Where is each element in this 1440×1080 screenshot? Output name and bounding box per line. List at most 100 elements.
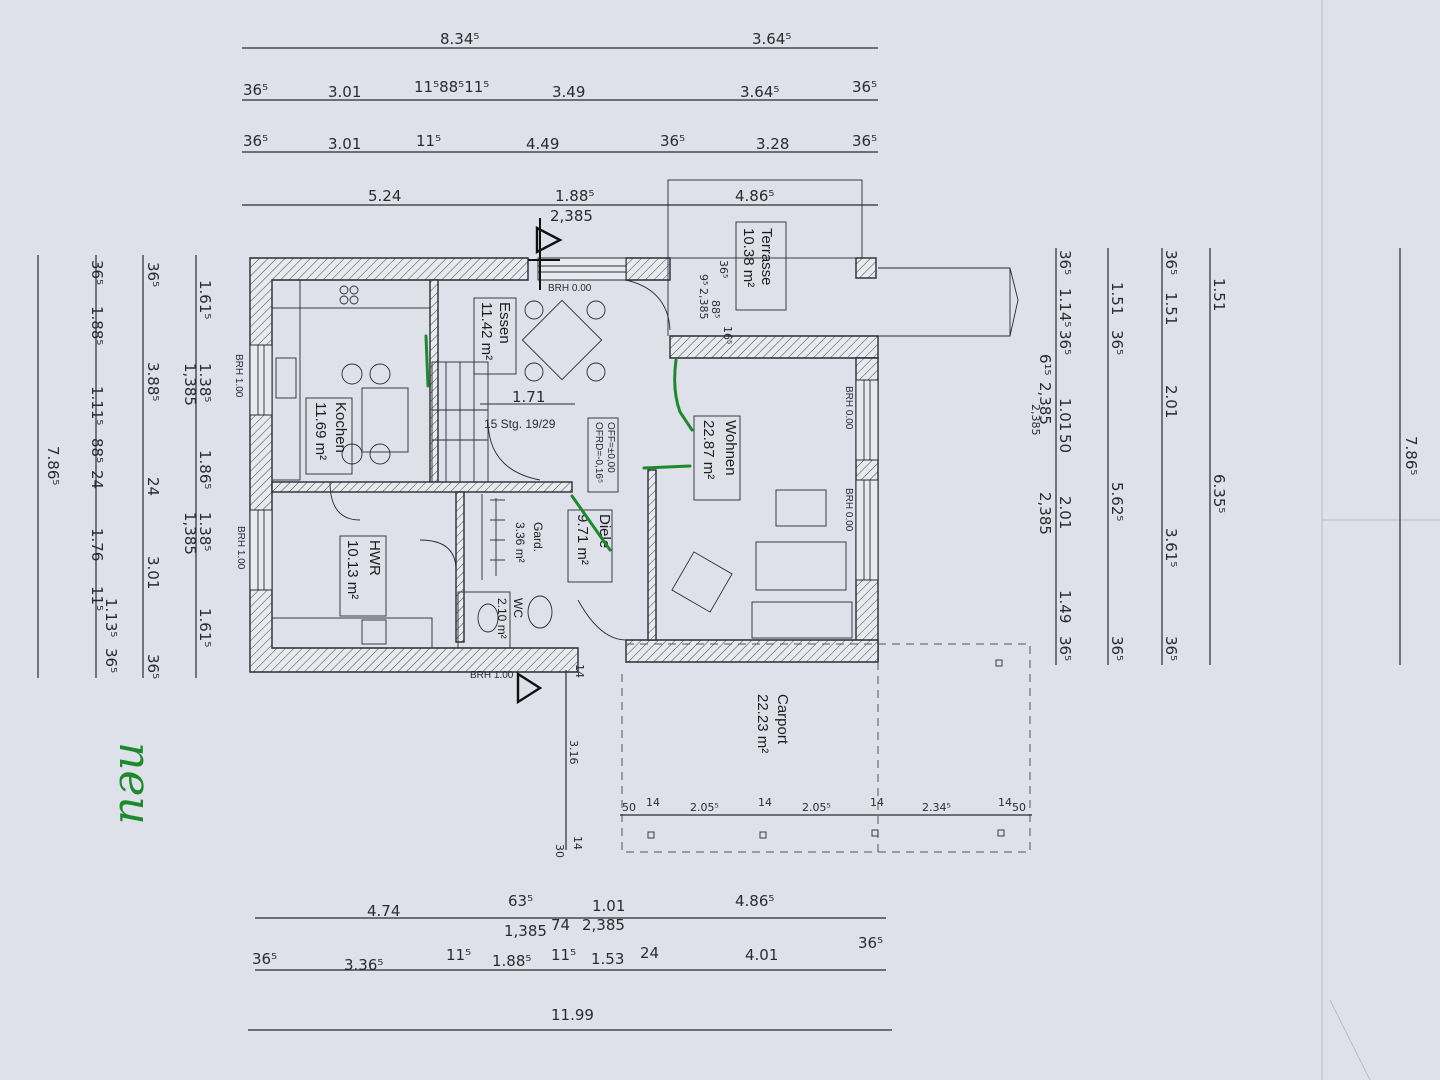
dim-top-2b: 3.01 — [328, 83, 361, 101]
room-wohnen-name: Wohnen — [722, 420, 739, 476]
terrace-dim-5: 2,385 — [697, 288, 710, 320]
terrace-dim-3: 16⁵ — [721, 326, 734, 344]
dim-right-4e: 50 — [1056, 434, 1074, 453]
level-label-2: OFRD=-0,16⁵ — [593, 422, 604, 483]
dim-right-2e: 36⁵ — [1162, 636, 1180, 661]
dim-top-2c: 11⁵88⁵11⁵ — [414, 78, 489, 96]
dim-bottom-2b: 3.36⁵ — [344, 956, 383, 974]
dim-bottom-1d: 4.86⁵ — [735, 892, 774, 910]
carport-side-2: 14 — [571, 836, 584, 850]
dim-left-4f: 1,385 — [181, 512, 199, 555]
dim-left-2d: 88⁵ — [88, 438, 106, 463]
hwr-label-box — [339, 535, 387, 617]
dim-left-outer: 7.86⁵ — [44, 446, 62, 485]
dim-bottom-1b: 63⁵ — [508, 892, 533, 910]
dim-right-4d: 1.01 — [1056, 398, 1074, 431]
dim-left-4c: 1,385 — [181, 363, 199, 406]
room-gard-name: Gard. — [531, 522, 545, 552]
carport-dim-1: 50 — [622, 801, 636, 814]
dim-bottom-2e: 11⁵ — [551, 946, 576, 964]
dim-left-3e: 36⁵ — [144, 654, 162, 679]
dim-right-4g: 1.49 — [1056, 590, 1074, 623]
dim-right-4a: 36⁵ — [1056, 250, 1074, 275]
terrasse-label-box — [735, 221, 787, 311]
dim-right-3a: 1.51 — [1108, 282, 1126, 315]
brh-label-4: BRH 0.00 — [843, 386, 854, 430]
dim-bottom-2g: 24 — [640, 944, 659, 962]
dim-right-4j: 2,385 — [1036, 382, 1054, 425]
dim-top-4a: 5.24 — [368, 187, 401, 205]
room-carport-area: 22.23 m² — [754, 694, 771, 753]
green-stroke-3 — [642, 464, 692, 470]
room-carport-name: Carport — [774, 694, 791, 745]
terrace-dim-1: 36⁵ — [717, 260, 730, 278]
carport: 50 14 2.05⁵ 14 2.05⁵ 14 2.34⁵ 14 50 3.16… — [553, 643, 1032, 858]
dim-top-4b: 1.88⁵ — [555, 187, 594, 205]
dim-left-4e: 1.38⁵ — [196, 512, 214, 551]
dim-top-2a: 36⁵ — [243, 81, 268, 99]
dim-right-4b: 1.14⁵ — [1056, 288, 1074, 327]
dim-left-2a: 36⁵ — [88, 260, 106, 285]
carport-dim-7: 2.34⁵ — [922, 801, 951, 814]
dim-left-2f: 1.76 — [88, 528, 106, 561]
carport-dim-8: 14 — [998, 796, 1012, 809]
dim-bottom-2f: 1.53 — [591, 950, 624, 968]
dim-bottom-1e: 1,385 — [504, 922, 547, 940]
dim-left-2c: 1.11⁵ — [88, 386, 106, 425]
dim-right-3d: 36⁵ — [1108, 636, 1126, 661]
green-stroke-4 — [570, 494, 612, 552]
dim-left-2e: 24 — [88, 470, 106, 489]
carport-dim-3: 2.05⁵ — [690, 801, 719, 814]
dim-left-4d: 1.86⁵ — [196, 450, 214, 489]
dim-right-4h: 36⁵ — [1056, 636, 1074, 661]
dim-bottom-2d: 1.88⁵ — [492, 952, 531, 970]
dim-top-3a: 36⁵ — [243, 132, 268, 150]
dim-right-3c: 5.62⁵ — [1108, 482, 1126, 521]
dim-bottom-total: 11.99 — [551, 1006, 594, 1024]
stairs-label: 15 Stg. 19/29 — [484, 417, 556, 431]
dim-right-1b: 6.35⁵ — [1210, 474, 1228, 513]
paper-edge — [1329, 999, 1371, 1080]
dim-top-2f: 36⁵ — [852, 78, 877, 96]
dim-top-2d: 3.49 — [552, 83, 585, 101]
dim-right-outer: 7.86⁵ — [1402, 436, 1420, 475]
carport-dim-4: 14 — [758, 796, 772, 809]
dim-bottom-2i: 36⁵ — [858, 934, 883, 952]
dim-left-4g: 1.61⁵ — [196, 608, 214, 647]
room-hwr-area: 10.13 m² — [344, 540, 361, 599]
dim-top-4c: 2,385 — [550, 207, 593, 225]
dim-bottom-1f: 74 — [551, 916, 570, 934]
dim-left-2h: 1.13⁵ — [102, 598, 120, 637]
dim-right-4f: 2.01 — [1056, 496, 1074, 529]
dim-top-3e: 36⁵ — [660, 132, 685, 150]
carport-dim-6: 14 — [870, 796, 884, 809]
dim-right-4c: 36⁵ — [1056, 330, 1074, 355]
dim-top-3f: 3.28 — [756, 135, 789, 153]
brh-label-6: BRH 1.00 — [470, 670, 514, 681]
entrance-marker-bottom — [516, 671, 543, 705]
bottom-dimension-chains: 4.74 63⁵ 1.01 4.86⁵ 1,385 74 2,385 36⁵ 3… — [248, 892, 892, 1031]
carport-dim-2: 14 — [646, 796, 660, 809]
room-diele-name: Diele — [596, 514, 613, 548]
right-dimension-chains: 7.86⁵ 1.51 6.35⁵ 36⁵ 1.51 2.01 3.61⁵ 36⁵… — [1036, 248, 1420, 665]
stairs-dim: 1.71 — [512, 388, 545, 406]
dim-right-4i: 6¹⁵ — [1036, 354, 1054, 376]
dim-left-2b: 1.88⁵ — [88, 306, 106, 345]
brh-label-2: BRH 1.00 — [233, 354, 244, 398]
level-box — [587, 417, 619, 493]
room-gard-area: 3.36 m² — [513, 522, 527, 563]
terrace-dim-4: 9⁵ — [697, 274, 710, 285]
carport-side-3: 30 — [553, 844, 566, 858]
top-dimension-chains: 8.34⁵ 3.64⁵ 36⁵ 3.01 11⁵88⁵11⁵ 3.49 3.64… — [242, 30, 878, 225]
room-wohnen-area: 22.87 m² — [700, 420, 717, 479]
dim-left-3a: 36⁵ — [144, 262, 162, 287]
room-labels: Terrasse 10.38 m² Essen 11.42 m² Kochen … — [233, 221, 854, 753]
dim-bottom-1g: 2,385 — [582, 916, 625, 934]
dim-left-4a: 1.61⁵ — [196, 280, 214, 319]
dim-top-2e: 3.64⁵ — [740, 83, 779, 101]
dim-bottom-2h: 4.01 — [745, 946, 778, 964]
dim-right-2d: 3.61⁵ — [1162, 528, 1180, 567]
brh-label-3: BRH 1.00 — [235, 526, 246, 570]
dim-bottom-2c: 11⁵ — [446, 946, 471, 964]
dim-top-3c: 11⁵ — [416, 132, 441, 150]
